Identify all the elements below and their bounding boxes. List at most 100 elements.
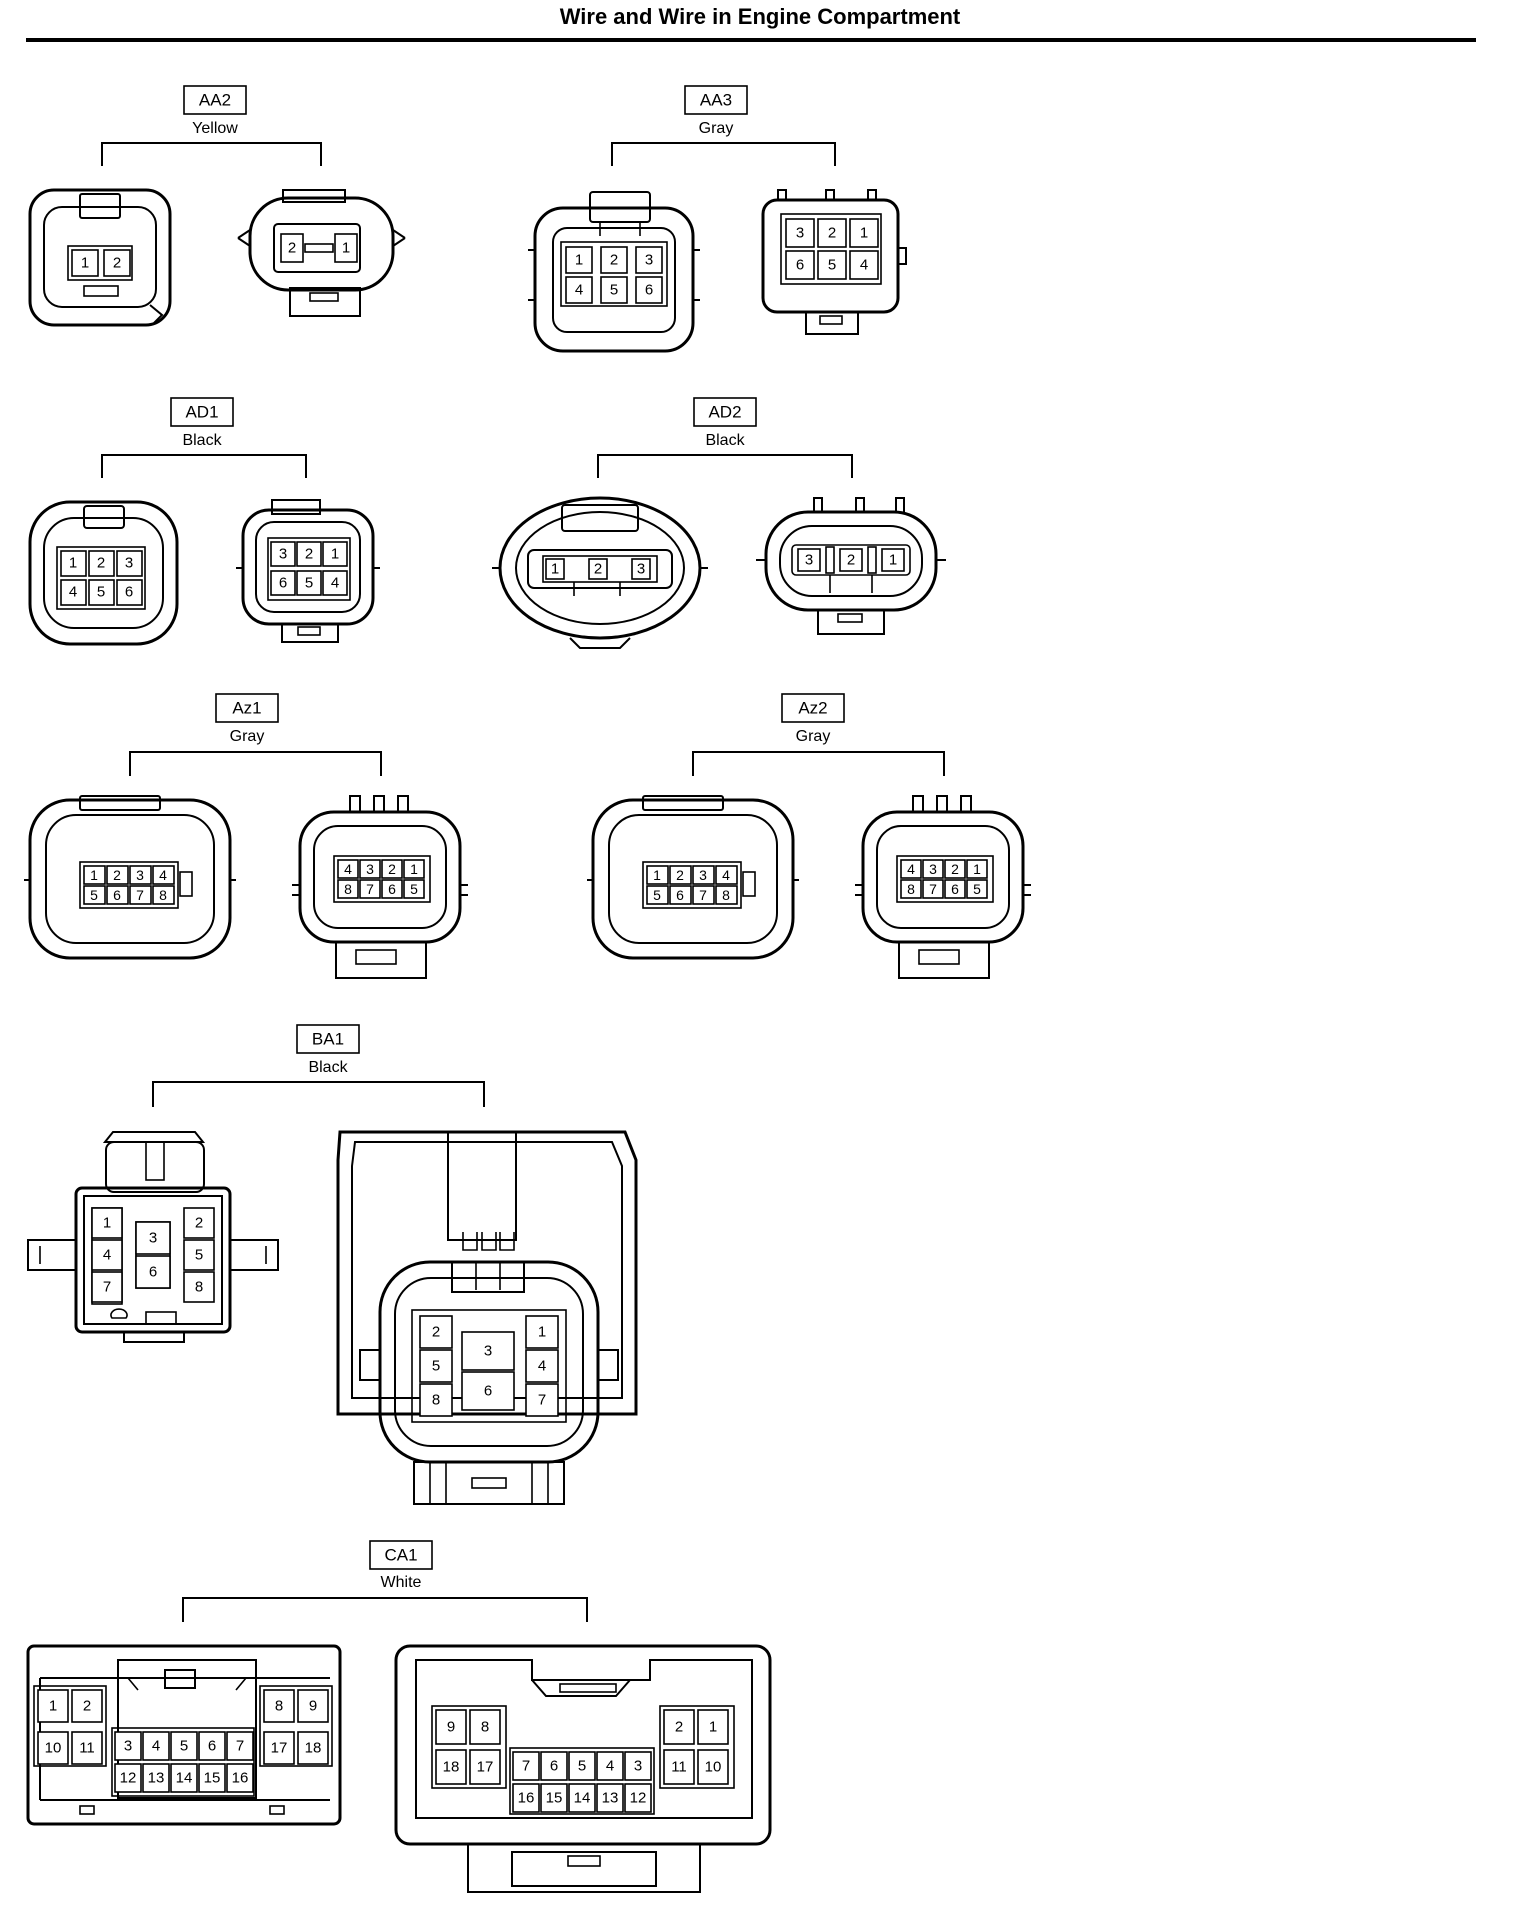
pin — [91, 1239, 123, 1271]
pin — [88, 579, 115, 606]
pin-label: 4 — [69, 584, 77, 601]
pin-label: 6 — [113, 887, 121, 903]
pin — [114, 1731, 142, 1761]
pin — [419, 1383, 453, 1417]
pin — [170, 1763, 198, 1793]
pin — [663, 1709, 695, 1745]
pin-label: 16 — [518, 1790, 535, 1807]
pin — [116, 550, 143, 577]
pin — [525, 1349, 559, 1383]
pin-label: 3 — [125, 555, 133, 572]
pin-label: 7 — [236, 1738, 244, 1755]
connector-group-az1: Az1 Gray 1 2 3 4 5 6 7 8 — [24, 693, 468, 979]
connector-left: 1 4 7 3 6 2 5 8 — [27, 1131, 279, 1343]
connector-left: 1 2 3 4 5 6 7 8 — [587, 795, 799, 960]
pin — [966, 879, 988, 899]
pin — [785, 218, 815, 248]
pin — [419, 1315, 453, 1349]
pin — [359, 859, 381, 879]
pin-label: 5 — [432, 1358, 440, 1375]
pin — [565, 246, 593, 274]
connector-color: Gray — [699, 120, 734, 137]
pin-label: 4 — [159, 867, 167, 883]
pin — [692, 865, 715, 885]
pin-label: 13 — [148, 1770, 165, 1787]
pin-label: 4 — [907, 861, 915, 877]
pin-label: 10 — [705, 1759, 722, 1776]
pin — [512, 1783, 540, 1813]
pin — [226, 1763, 254, 1793]
pin — [226, 1731, 254, 1761]
connector-id-box — [684, 85, 748, 115]
pin — [631, 558, 651, 580]
connector-id-box — [693, 397, 757, 427]
pin-label: 3 — [805, 552, 813, 569]
pin — [817, 218, 847, 248]
pin — [469, 1709, 501, 1745]
connector-id: AD1 — [185, 403, 218, 422]
pin — [922, 859, 944, 879]
pin — [403, 859, 425, 879]
pin-label: 6 — [388, 881, 396, 897]
group-bracket — [129, 751, 382, 776]
pin — [337, 859, 359, 879]
pin-label: 5 — [610, 282, 618, 299]
connector-color: Gray — [796, 728, 831, 745]
pin-label: 5 — [973, 881, 981, 897]
group-bracket — [597, 454, 853, 478]
pin-label: 3 — [124, 1738, 132, 1755]
pin-label: 12 — [630, 1790, 647, 1807]
pin-label: 14 — [574, 1790, 591, 1807]
pin — [797, 548, 821, 572]
pin — [91, 1271, 123, 1303]
pin-label: 3 — [484, 1343, 492, 1360]
connector-left: 1 2 3 4 5 6 — [528, 191, 700, 353]
pin — [83, 885, 106, 905]
pin — [596, 1783, 624, 1813]
pin-label: 1 — [90, 867, 98, 883]
pin-label: 16 — [232, 1770, 249, 1787]
pin — [635, 246, 663, 274]
pin — [663, 1749, 695, 1785]
pin — [297, 1689, 329, 1723]
pin-label: 6 — [125, 584, 133, 601]
pin-label: 7 — [103, 1279, 111, 1296]
pin-label: 3 — [136, 867, 144, 883]
pin-label: 1 — [551, 561, 559, 578]
pin — [568, 1751, 596, 1781]
pin — [944, 879, 966, 899]
pin — [600, 276, 628, 304]
pin-label: 1 — [860, 225, 868, 242]
pin — [381, 859, 403, 879]
pin-label: 4 — [722, 867, 730, 883]
pin-label: 1 — [889, 552, 897, 569]
pin — [624, 1751, 652, 1781]
pin — [183, 1271, 215, 1303]
pin-label: 1 — [538, 1324, 546, 1341]
pin — [37, 1731, 69, 1765]
pin — [697, 1749, 729, 1785]
pin — [142, 1731, 170, 1761]
pin-label: 6 — [676, 887, 684, 903]
pin — [461, 1331, 515, 1371]
group-bracket — [692, 751, 945, 776]
pin-label: 2 — [97, 555, 105, 572]
connector-left: 1 2 3 4 5 6 7 8 — [24, 795, 236, 960]
pin — [435, 1749, 467, 1785]
pin — [469, 1749, 501, 1785]
connector-id: Az1 — [232, 699, 261, 718]
connector-right: 2 1 — [237, 189, 406, 317]
pin-label: 2 — [610, 252, 618, 269]
pin-label: 5 — [180, 1738, 188, 1755]
page-title: Wire and Wire in Engine Compartment — [560, 4, 961, 29]
pin — [129, 885, 152, 905]
pin-label: 2 — [847, 552, 855, 569]
pin — [715, 885, 738, 905]
pin-label: 5 — [828, 257, 836, 274]
connector-right: 3 2 1 — [756, 497, 946, 635]
pin-label: 2 — [195, 1215, 203, 1232]
connector-left: 1 2 10 11 3 4 5 6 7 12 13 14 15 — [26, 1644, 342, 1826]
pin — [183, 1239, 215, 1271]
pin-label: 3 — [929, 861, 937, 877]
pin — [106, 885, 129, 905]
